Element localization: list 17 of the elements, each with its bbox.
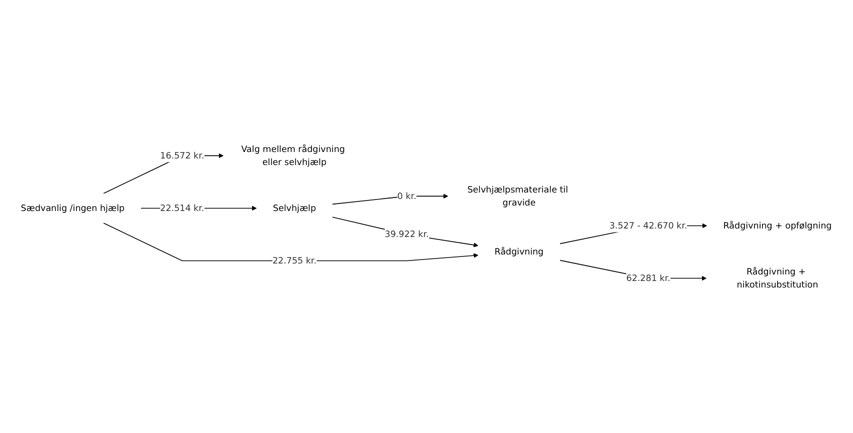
arrow — [332, 193, 448, 204]
edge-label: 22.755 kr. — [272, 254, 317, 266]
node-text: Sædvanlig /ingen hjælp — [20, 202, 125, 213]
edge-label: 39.922 kr. — [384, 228, 429, 239]
edge-label: 16.572 kr. — [160, 150, 204, 160]
arrow — [103, 222, 478, 261]
node-text: Valg mellem rådgivning eller selvhjælp — [241, 143, 345, 167]
node-text: Rådgivning + nikotinsubstitution — [736, 266, 818, 290]
node-text: Rådgivning — [494, 246, 544, 256]
arrow — [332, 216, 478, 247]
node-text: Selvhjælp — [272, 202, 316, 213]
edge-label: 62.281 kr. — [626, 272, 670, 283]
edge-label: 22.514 kr. — [160, 202, 204, 213]
node-text: Rådgivning + opfølgning — [723, 220, 832, 230]
node-text: Selvhjælpsmateriale til gravide — [467, 184, 568, 208]
edge-label: 0 kr. — [397, 190, 416, 201]
edge-label: 3.527 - 42.670 kr. — [609, 220, 688, 230]
